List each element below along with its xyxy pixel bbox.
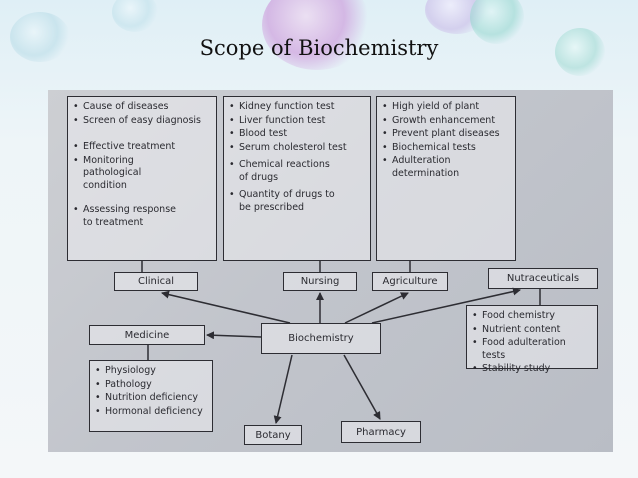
molecule-decoration bbox=[555, 28, 605, 76]
list-item: Kidney function test bbox=[229, 101, 365, 114]
list-item: Growth enhancement bbox=[382, 115, 510, 128]
list-item: Nutrient content bbox=[472, 324, 592, 337]
agriculture-node: Agriculture bbox=[372, 272, 448, 291]
medicine-details-box: PhysiologyPathologyNutrition deficiencyH… bbox=[89, 360, 213, 432]
list-item: Prevent plant diseases bbox=[382, 128, 510, 141]
agriculture-details-list: High yield of plantGrowth enhancementPre… bbox=[377, 97, 515, 180]
molecule-decoration bbox=[10, 12, 70, 62]
arrow-to-agriculture bbox=[344, 292, 409, 324]
pharmacy-node: Pharmacy bbox=[341, 421, 421, 443]
molecule-decoration bbox=[262, 0, 372, 70]
medicine-details-list: PhysiologyPathologyNutrition deficiencyH… bbox=[90, 361, 212, 418]
molecule-decoration bbox=[470, 0, 524, 44]
list-item: Serum cholesterol test bbox=[229, 142, 365, 155]
list-item: Screen of easy diagnosis bbox=[73, 115, 211, 128]
nutraceuticals-node: Nutraceuticals bbox=[488, 268, 598, 289]
molecule-decoration bbox=[112, 0, 158, 32]
list-item: Physiology bbox=[95, 365, 207, 378]
list-item: Liver function test bbox=[229, 115, 365, 128]
arrow-to-clinical bbox=[161, 290, 291, 324]
list-item: Stability study bbox=[472, 363, 592, 376]
botany-node: Botany bbox=[244, 425, 302, 445]
nursing-details-list: Kidney function testLiver function testB… bbox=[224, 97, 370, 214]
nursing-node: Nursing bbox=[283, 272, 357, 291]
clinical-node: Clinical bbox=[114, 272, 198, 291]
list-item: Cause of diseases bbox=[73, 101, 211, 114]
list-item: Assessing response to treatment bbox=[73, 204, 211, 229]
biochemistry-center-node: Biochemistry bbox=[261, 323, 381, 354]
arrow-to-medicine bbox=[206, 331, 262, 340]
list-item: Nutrition deficiency bbox=[95, 392, 207, 405]
list-item: Adulteration determination bbox=[382, 155, 510, 180]
list-item: Pathology bbox=[95, 379, 207, 392]
clinical-details-box: Cause of diseasesScreen of easy diagnosi… bbox=[67, 96, 217, 261]
list-item: Chemical reactions of drugs bbox=[229, 159, 365, 184]
list-item: Food adulteration tests bbox=[472, 337, 592, 362]
slide-title: Scope of Biochemistry bbox=[199, 36, 439, 60]
agriculture-details-box: High yield of plantGrowth enhancementPre… bbox=[376, 96, 516, 261]
list-item: Food chemistry bbox=[472, 310, 592, 323]
list-item: Quantity of drugs to be prescribed bbox=[229, 189, 365, 214]
list-item: Monitoring pathological condition bbox=[73, 155, 211, 193]
list-item: Biochemical tests bbox=[382, 142, 510, 155]
medicine-node: Medicine bbox=[89, 325, 205, 345]
arrow-to-botany bbox=[273, 354, 293, 424]
nursing-details-box: Kidney function testLiver function testB… bbox=[223, 96, 371, 261]
list-item: Hormonal deficiency bbox=[95, 406, 207, 419]
list-item: Blood test bbox=[229, 128, 365, 141]
list-item: Effective treatment bbox=[73, 141, 211, 154]
arrow-to-nutraceuticals bbox=[371, 287, 521, 324]
clinical-details-list: Cause of diseasesScreen of easy diagnosi… bbox=[68, 97, 216, 229]
nutraceuticals-details-box: Food chemistryNutrient contentFood adult… bbox=[466, 305, 598, 375]
nutraceuticals-details-list: Food chemistryNutrient contentFood adult… bbox=[467, 306, 597, 376]
list-item: High yield of plant bbox=[382, 101, 510, 114]
arrow-to-pharmacy bbox=[343, 354, 381, 420]
